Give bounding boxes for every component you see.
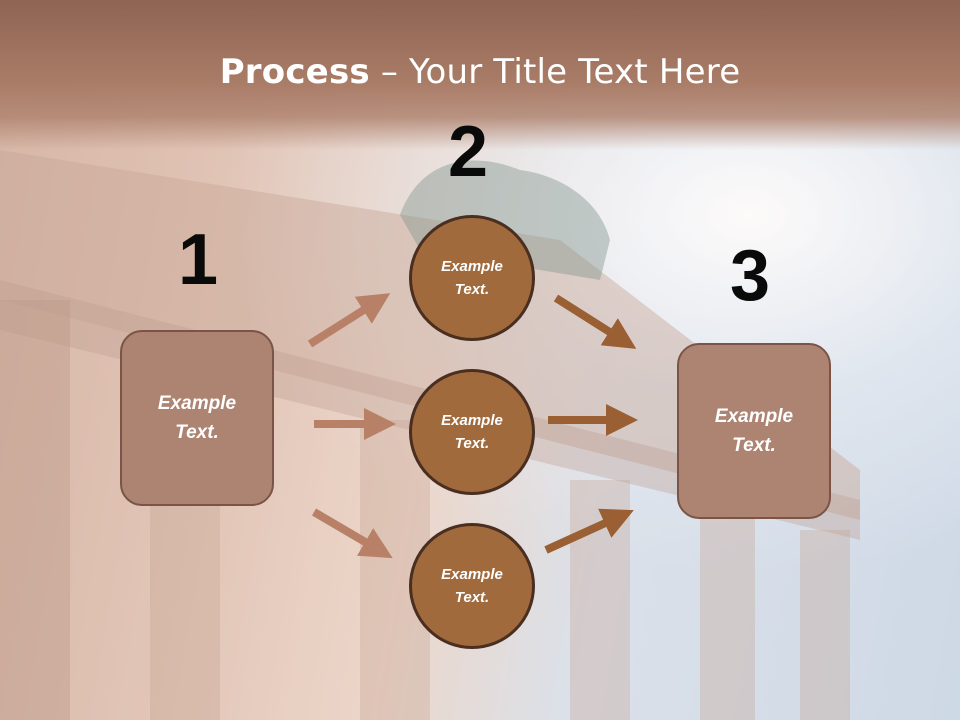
- step-3-text: Example Text.: [694, 402, 814, 460]
- step-2-circle-middle[interactable]: Example Text.: [409, 369, 535, 495]
- step-2-circle-bottom[interactable]: Example Text.: [409, 523, 535, 649]
- step-3-text-line2: Text.: [732, 435, 776, 456]
- title-bar: [0, 0, 960, 150]
- title-bold: Process: [219, 52, 370, 92]
- slide-title: Process – Your Title Text Here: [0, 52, 960, 92]
- step-3-box[interactable]: Example Text.: [677, 343, 831, 519]
- step-2-circle-top[interactable]: Example Text.: [409, 215, 535, 341]
- arrow-top-to-box: [553, 294, 637, 349]
- circle-top-line1: Example: [441, 258, 503, 275]
- step-1-text-line1: Example: [157, 393, 237, 414]
- circle-middle-line2: Text.: [454, 435, 490, 452]
- circle-middle-text: Example Text.: [427, 409, 517, 455]
- step-number-2: 2: [448, 112, 489, 192]
- step-3-text-line1: Example: [714, 406, 794, 427]
- step-number-1: 1: [178, 220, 219, 300]
- step-1-text-line2: Text.: [175, 422, 219, 443]
- circle-top-line2: Text.: [454, 281, 490, 298]
- circle-bottom-line1: Example: [441, 566, 503, 583]
- title-rest: – Your Title Text Here: [369, 52, 741, 92]
- arrow-box-to-bottom: [311, 508, 393, 559]
- circle-bottom-text: Example Text.: [427, 563, 517, 609]
- circle-middle-line1: Example: [441, 412, 503, 429]
- step-1-text: Example Text.: [137, 389, 257, 447]
- arrow-bottom-to-box: [544, 508, 634, 554]
- circle-top-text: Example Text.: [427, 255, 517, 301]
- step-1-box[interactable]: Example Text.: [120, 330, 274, 506]
- step-number-3: 3: [730, 236, 771, 316]
- circle-bottom-line2: Text.: [454, 589, 490, 606]
- arrow-box-to-top: [307, 293, 391, 348]
